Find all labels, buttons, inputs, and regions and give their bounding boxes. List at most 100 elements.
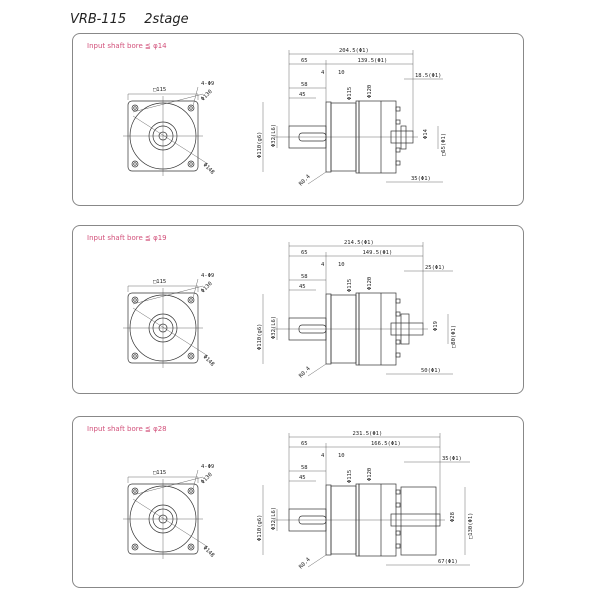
dia-110: Φ110(g6): [257, 324, 263, 351]
spigot-length: 10: [338, 262, 345, 268]
dia-110: Φ110(g6): [257, 515, 263, 542]
dimension-line: [192, 86, 199, 107]
output-offset: 18.5(Φ1): [415, 73, 442, 79]
radius-note: R0.4: [298, 173, 312, 187]
square-dimension: □115: [153, 279, 166, 285]
dim-58: 58: [301, 82, 308, 88]
overall-length: 204.5(Φ1): [339, 48, 369, 54]
mounting-hole-inner: [189, 354, 193, 358]
mounting-hole-inner: [133, 298, 137, 302]
dia-120: Φ120: [367, 85, 373, 98]
mounting-hole-icon: [187, 352, 195, 360]
bolt-head: [395, 298, 401, 304]
dim-45: 45: [299, 284, 306, 290]
bolt-head: [395, 352, 401, 358]
output-offset: 35(Φ1): [442, 456, 462, 462]
flange-thickness: 4: [321, 70, 325, 76]
dim-58: 58: [301, 274, 308, 280]
body-length: 166.5(Φ1): [371, 441, 401, 447]
radius-note: R0.4: [298, 365, 312, 379]
radius-note: R0.4: [298, 556, 312, 570]
output-length: 35(Φ1): [411, 176, 431, 182]
mounting-hole-icon: [131, 352, 139, 360]
input-length: 65: [301, 58, 308, 64]
bore-label: Input shaft bore ≦ φ19: [87, 234, 167, 242]
dimension-line: [132, 498, 209, 548]
hole-callout: 4-Φ9: [201, 273, 214, 279]
mounting-hole-icon: [187, 104, 195, 112]
body-length: 139.5(Φ1): [358, 58, 388, 64]
body-length: 149.5(Φ1): [363, 250, 393, 256]
mounting-hole-icon: [187, 487, 195, 495]
bolt-head: [395, 339, 401, 345]
dimension-line: [132, 93, 204, 113]
mounting-hole-inner: [189, 489, 193, 493]
output-square: □80(Φ1): [451, 325, 457, 348]
bolt-head: [395, 543, 401, 549]
mounting-hole-inner: [189, 545, 193, 549]
mounting-hole-icon: [131, 160, 139, 168]
output-length: 67(Φ1): [438, 559, 458, 565]
dia-120: Φ120: [367, 277, 373, 290]
mounting-hole-icon: [131, 487, 139, 495]
input-length: 65: [301, 441, 308, 447]
square-dimension: □115: [153, 87, 166, 93]
mounting-hole-icon: [131, 296, 139, 304]
dimension-line: [192, 278, 199, 299]
output-diameter: Φ14: [423, 128, 429, 139]
bore-label: Input shaft bore ≦ φ28: [87, 425, 167, 433]
dim-58: 58: [301, 465, 308, 471]
pcd-dimension: Φ130: [200, 281, 214, 295]
outer-dimension: Φ148: [202, 354, 216, 368]
drawing-title: VRB-115 2stage: [70, 12, 189, 27]
dimension-line: [132, 476, 204, 496]
mounting-hole-inner: [133, 545, 137, 549]
mounting-hole-icon: [187, 543, 195, 551]
pcd-dimension: Φ130: [200, 472, 214, 486]
overall-length: 214.5(Φ1): [344, 240, 374, 246]
mounting-hole-inner: [189, 162, 193, 166]
overall-length: 231.5(Φ1): [353, 431, 383, 437]
dim-45: 45: [299, 92, 306, 98]
pcd-dimension: Φ130: [200, 89, 214, 103]
dimension-line: [132, 307, 209, 357]
mounting-hole-inner: [133, 106, 137, 110]
bolt-head: [395, 311, 401, 317]
dia-120: Φ120: [367, 468, 373, 481]
dia-115: Φ115: [347, 279, 353, 292]
bolt-head: [395, 160, 401, 166]
dia-110: Φ110(g6): [257, 132, 263, 159]
dia-32: Φ32(L6): [271, 124, 277, 147]
hole-callout: 4-Φ9: [201, 81, 214, 87]
dimension-line: [307, 554, 327, 568]
bolt-head: [395, 502, 401, 508]
dim-45: 45: [299, 475, 306, 481]
mounting-hole-inner: [133, 354, 137, 358]
dia-32: Φ32(L6): [271, 507, 277, 530]
flange-thickness: 4: [321, 262, 325, 268]
bolt-head: [395, 119, 401, 125]
output-housing: [400, 486, 437, 556]
dimension-line: [132, 115, 209, 165]
input-length: 65: [301, 250, 308, 256]
bolt-head: [395, 489, 401, 495]
dimension-line: [192, 469, 199, 490]
dimension-line: [307, 171, 327, 185]
bore-label: Input shaft bore ≦ φ14: [87, 42, 167, 50]
outer-dimension: Φ148: [202, 545, 216, 559]
output-offset: 25(Φ1): [425, 265, 445, 271]
mounting-hole-inner: [189, 298, 193, 302]
output-housing: [400, 125, 407, 150]
mounting-hole-icon: [187, 160, 195, 168]
outer-dimension: Φ148: [202, 162, 216, 176]
dimension-line: [132, 285, 204, 305]
output-diameter: Φ28: [450, 512, 456, 522]
mounting-hole-inner: [133, 489, 137, 493]
output-diameter: Φ19: [433, 321, 439, 331]
mounting-hole-icon: [131, 543, 139, 551]
